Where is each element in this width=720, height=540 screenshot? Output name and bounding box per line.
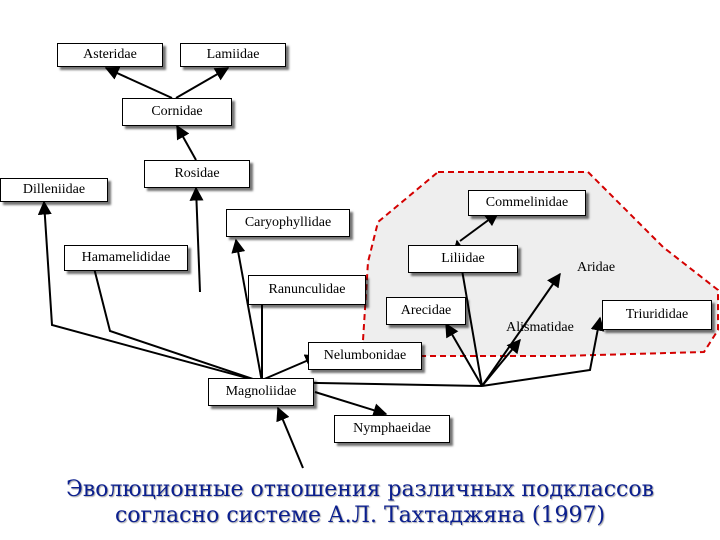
node-liliidae: Liliidae [408,245,518,273]
edge-monocot-to-aridae [481,272,561,387]
node-dilleniidae: Dilleniidae [0,178,108,202]
edge-monocot-to-alismatidae [481,338,521,387]
edge-magnoliidae-to-caryophyllidae [231,238,263,383]
node-arecidae: Arecidae [386,297,466,325]
edge-monocot-to-triurididae [481,316,605,387]
node-triurididae: Triurididae [602,300,712,330]
edge-to-rosidae [189,186,204,293]
edge-rosidae-to-cornidae [176,124,197,161]
node-nymphaeidae: Nymphaeidae [334,415,450,443]
node-ranunculidae: Ranunculidae [248,275,366,305]
edge-magnoliidae-to-dilleniidae [37,200,263,383]
node-rosidae: Rosidae [144,160,250,188]
node-caryophyllidae: Caryophyllidae [226,209,350,237]
node-lamiidae: Lamiidae [180,43,286,67]
edge-trunk-to-magnoliidae [276,406,304,469]
node-asteridae: Asteridae [57,43,163,67]
node-cornidae: Cornidae [122,98,232,126]
edge-magnoliidae-to-nymphaeidae [314,391,388,417]
node-alismatidae: Alismatidae [506,320,574,335]
edge-cornidae-to-asteridae [104,66,173,99]
edge-monocot-to-arecidae [445,322,483,387]
edge-cornidae-to-lamiidae [175,67,230,99]
connection-lines [37,66,605,469]
caption-line-2: согласно системе А.Л. Тахтаджяна (1997) [114,503,606,528]
edge-magnoliidae-to-hamamelididae [92,263,263,383]
node-commelinidae: Commelinidae [468,190,586,216]
node-magnoliidae: Magnoliidae [208,378,314,406]
caption-line-1: Эволюционные отношения различных подклас… [65,477,655,502]
edge-liliidae-to-commelinidae [459,212,500,242]
node-nelumbonidae: Nelumbonidae [308,342,422,370]
node-hamamelididae: Hamamelididae [64,245,188,271]
node-aridae: Aridae [576,260,616,275]
